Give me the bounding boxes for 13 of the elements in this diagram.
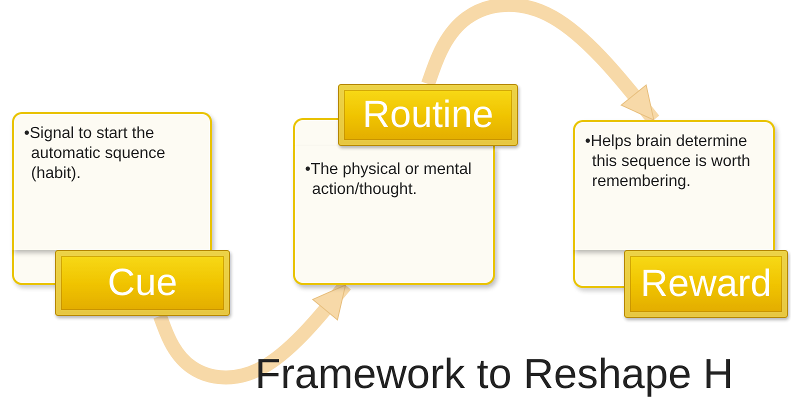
step-label: Cue (108, 262, 178, 304)
bullet-text: •The physical or mental action/thought. (305, 160, 473, 200)
text-card (573, 120, 775, 250)
label-box (55, 250, 230, 316)
label-box (338, 84, 518, 146)
bullet-text: •Helps brain determine this sequence is worth remembering. (585, 132, 752, 192)
label-box (624, 250, 788, 318)
step-label: Routine (362, 94, 494, 136)
title: Framework to Reshape H (255, 350, 734, 398)
text-card (293, 146, 495, 285)
step-label: Reward (640, 262, 772, 306)
text-card (12, 112, 212, 250)
bullet-text: •Signal to start the automatic squence (habit). (24, 124, 166, 184)
